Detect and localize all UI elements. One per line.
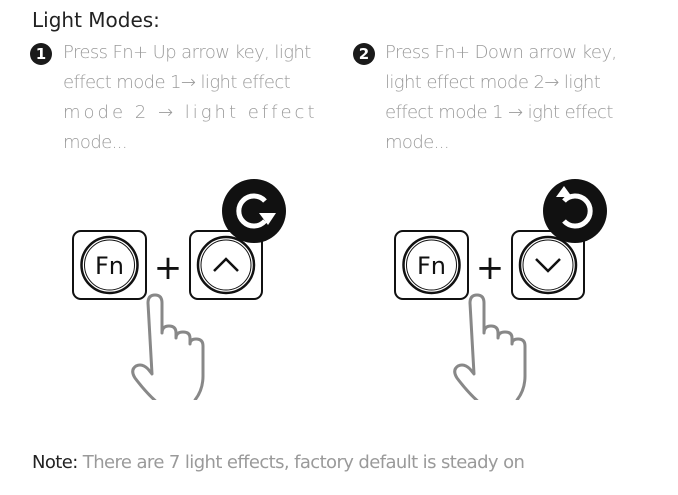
step-1-line: mode 2 → light effect	[63, 102, 318, 123]
step-2-line: Press Fn+ Down arrow key,	[385, 42, 617, 63]
step-2-line: mode...	[385, 132, 450, 153]
fn-key-label: Fn	[95, 252, 124, 280]
up-arrow-key	[189, 230, 263, 300]
step-1-line: Press Fn+ Up arrow key, light	[63, 42, 311, 63]
step-1-line: mode...	[63, 132, 128, 153]
step-1-text: Press Fn+ Up arrow key, light effect mod…	[63, 38, 318, 158]
plus-sign: +	[476, 248, 505, 288]
step-2-text: Press Fn+ Down arrow key, light effect m…	[385, 38, 617, 158]
fn-key: Fn	[72, 230, 147, 300]
step-1-badge: 1	[30, 43, 52, 65]
chevron-down-icon	[535, 258, 561, 273]
step-2-badge: 2	[353, 43, 375, 65]
down-arrow-key	[511, 230, 585, 300]
fn-up-illustration: Fn +	[72, 179, 286, 400]
step-2-line: light effect mode 2→ light	[385, 72, 601, 93]
pointing-hand-icon	[453, 293, 527, 400]
step-2-line: effect mode 1 → ight effect	[385, 102, 613, 123]
note-text: There are 7 light effects, factory defau…	[77, 452, 525, 473]
note: Note: There are 7 light effects, factory…	[32, 452, 525, 473]
fn-key: Fn	[394, 230, 469, 300]
fn-down-illustration: Fn +	[394, 179, 607, 400]
rotate-clockwise-icon	[222, 179, 286, 243]
fn-key-label: Fn	[417, 252, 446, 280]
pointing-hand-icon	[131, 293, 205, 400]
plus-sign: +	[154, 248, 183, 288]
chevron-up-icon	[213, 257, 239, 272]
section-title: Light Modes:	[32, 8, 160, 32]
step-1-line: effect mode 1→ light effect	[63, 72, 291, 93]
rotate-counterclockwise-icon	[543, 179, 607, 243]
note-label: Note:	[32, 452, 78, 473]
